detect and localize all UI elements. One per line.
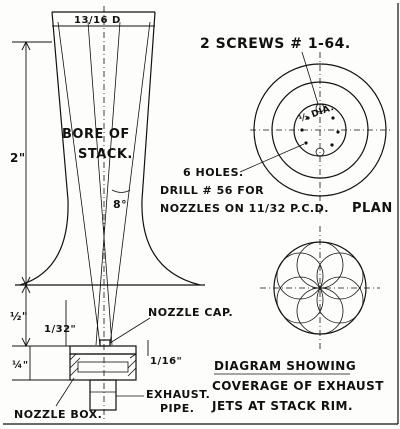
screws-label: 2 SCREWS # 1-64. (200, 36, 351, 52)
nozzle-hole (300, 128, 304, 132)
screws-leader (301, 51, 319, 105)
coverage-diagram: DIAGRAM SHOWING COVERAGE OF EXHAUST JETS… (211, 226, 384, 413)
nozzle-hole (331, 116, 335, 120)
nozzle-box-cavity (77, 361, 129, 373)
half-inch-label: ½" (10, 310, 28, 323)
stack-wall-left (19, 11, 69, 286)
nozzle-box-hatching (69, 353, 137, 377)
jet-circle (276, 252, 324, 300)
nozzle-stub (99, 339, 111, 347)
height-label: 2" (10, 151, 26, 165)
angle-arc (111, 189, 131, 193)
bore-label: BORE OF (62, 127, 130, 142)
height-dim-arrow-top (21, 40, 31, 51)
plan-outer-circle (253, 63, 387, 197)
nozzle-hole (304, 141, 308, 145)
jet-line-outer-left (57, 21, 101, 346)
stack-label: STACK. (78, 147, 133, 162)
nozzle-box-label: NOZZLE BOX. (14, 408, 102, 421)
nozzle-hole (306, 116, 310, 120)
jet-line-cross-a (87, 21, 113, 346)
nozzle-cap-label: NOZZLE CAP. (148, 306, 233, 319)
quarter-label: ¼" (12, 359, 29, 371)
dia-label: ½ DIA. (297, 102, 335, 125)
exhaust-label: EXHAUST. (146, 388, 210, 401)
plan-inner-circle (271, 81, 369, 179)
thirty-second-label: 1/32" (44, 324, 76, 335)
diagram-caption-2: COVERAGE OF EXHAUST (212, 379, 384, 393)
nozzle-assembly: ½" 1/32" ¼" 1/16" NOZZLE CAP. EXHAUST. P… (10, 283, 233, 421)
screw-hole-bottom (315, 147, 325, 157)
exhaust-pipe (89, 379, 117, 411)
stack-wall-right (141, 11, 201, 286)
sixteenth-label: 1/16" (150, 356, 182, 367)
diagram-caption-3: JETS AT STACK RIM. (211, 399, 353, 413)
nozzle-box-leader (55, 377, 75, 407)
nozzle-hole (330, 143, 334, 147)
diagram-caption-1: DIAGRAM SHOWING (214, 359, 356, 373)
jet-line-cross-b (95, 21, 121, 346)
plan-label: PLAN (352, 201, 393, 216)
holes-leader (239, 143, 305, 173)
holes-label-3: NOZZLES ON 11/32 P.C.D. (160, 202, 329, 215)
angle-label: 8° (113, 198, 127, 211)
top-width-label: 13/16 D (74, 15, 121, 26)
holes-label-1: 6 HOLES. (183, 166, 244, 179)
screw-hole-top (315, 103, 325, 113)
jet-circle (276, 276, 324, 324)
jet-line-outer-right (109, 21, 151, 346)
pipe-label: PIPE. (160, 402, 194, 415)
nozzle-cap (69, 345, 137, 355)
holes-label-2: DRILL # 56 FOR (160, 184, 264, 197)
nozzle-hole (336, 130, 340, 134)
plan-view: ½ DIA. 2 SCREWS # 1-64. 6 HOLES. DRILL #… (160, 36, 393, 216)
nozzle-cap-leader (109, 317, 151, 344)
stack-elevation: 8° 13/16 D BORE OF STACK. 2" (10, 6, 205, 420)
nozzle-box (69, 353, 137, 381)
